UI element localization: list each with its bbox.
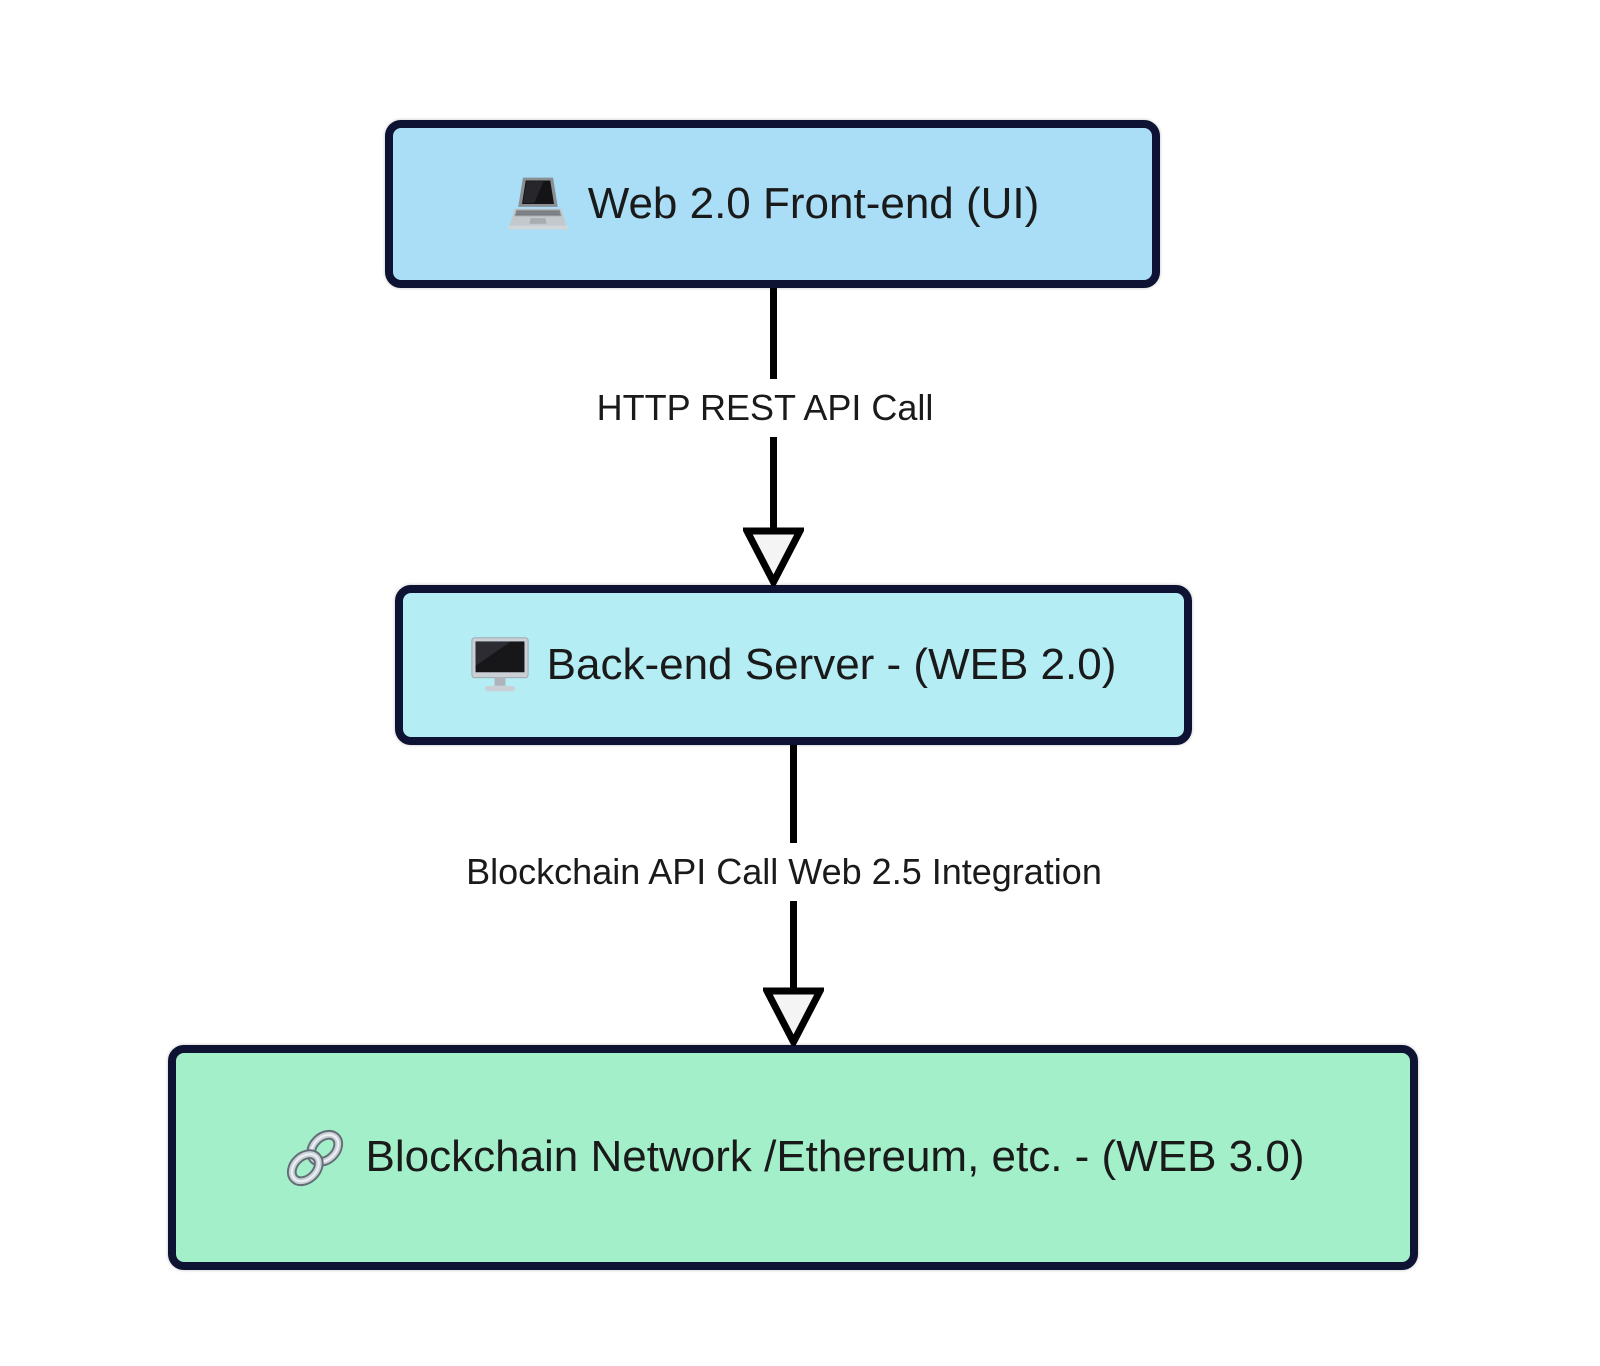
edge-label-blockchain-api: Blockchain API Call Web 2.5 Integration	[452, 843, 1116, 901]
arrowhead-shape	[763, 987, 824, 1046]
link-icon	[282, 1125, 348, 1191]
node-label-blockchain-network: Blockchain Network /Ethereum, etc. - (WE…	[365, 1132, 1305, 1182]
node-backend-server: Back-end Server - (WEB 2.0)	[395, 585, 1192, 745]
node-web2-frontend: Web 2.0 Front-end (UI)	[385, 120, 1160, 288]
desktop-icon	[471, 636, 529, 694]
node-blockchain-network: Blockchain Network /Ethereum, etc. - (WE…	[168, 1045, 1418, 1270]
edge-label-http-rest: HTTP REST API Call	[582, 379, 948, 437]
node-label-backend-server: Back-end Server - (WEB 2.0)	[546, 639, 1117, 689]
arrowhead-shape	[743, 527, 804, 586]
arrowhead-down-icon	[743, 527, 804, 586]
node-label-web2-frontend: Web 2.0 Front-end (UI)	[587, 178, 1040, 228]
arrowhead-down-icon	[763, 987, 824, 1046]
laptop-icon	[506, 175, 570, 233]
